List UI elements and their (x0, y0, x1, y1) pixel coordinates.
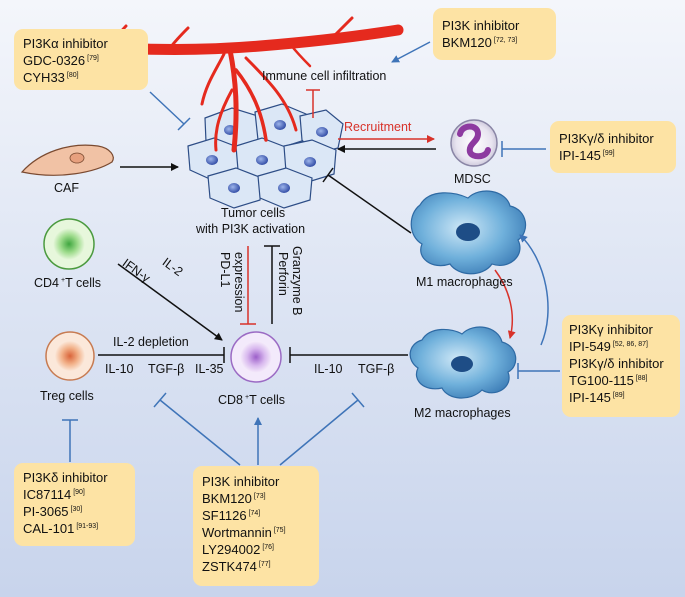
label-il10-right: IL-10 (314, 362, 343, 376)
box-pi3k-inhibitor-top: PI3K inhibitor BKM120[72, 73] (433, 8, 556, 60)
box-title: PI3Kγ/δ inhibitor (559, 131, 654, 146)
inhibit-m1-to-tumor (327, 174, 412, 234)
m1-macrophage (410, 190, 527, 275)
box-title: PI3Kγ inhibitor (569, 322, 653, 337)
box-subtitle: PI3Kγ/δ inhibitor (569, 356, 664, 371)
label-tgfb-right: TGF-β (358, 362, 395, 376)
label-cd8: CD8+T cells (218, 393, 285, 407)
drug-item: IPI-145[89] (569, 390, 625, 405)
label-caf: CAF (54, 181, 79, 195)
drug-item: SF1126[74] (202, 508, 261, 523)
drug-item: ZSTK474[77] (202, 559, 271, 574)
black-connectors (98, 145, 436, 363)
box-title: PI3Kδ inhibitor (23, 470, 108, 485)
box-pi3k-inhibitor-bottom: PI3K inhibitor BKM120[73] SF1126[74] Wor… (193, 466, 319, 586)
label-recruitment: Recruitment (344, 120, 412, 134)
label-il2-depletion: IL-2 depletion (113, 335, 189, 349)
label-il10-left: IL-10 (105, 362, 134, 376)
box-pi3kd-inhibitor: PI3Kδ inhibitor IC87114[90] PI-3065[30] … (14, 463, 135, 546)
drug-item: IC87114[90] (23, 487, 85, 502)
mdsc-cell (450, 119, 498, 167)
treg-cell (45, 331, 95, 381)
box-title: PI3K inhibitor (202, 474, 280, 489)
blue-connectors (62, 41, 560, 466)
label-m1: M1 macrophages (416, 275, 513, 289)
label-tumor-line2: with PI3K activation (196, 222, 306, 236)
drug-item: PI-3065[30] (23, 504, 83, 519)
drug-item: BKM120[72, 73] (442, 35, 518, 50)
label-tumor-line1: Tumor cells (221, 206, 286, 220)
arrow-m2-to-m1 (519, 234, 549, 346)
red-connectors (240, 89, 516, 339)
m2-macrophage (409, 326, 517, 399)
drug-item: BKM120[73] (202, 491, 266, 506)
drug-item: TG100-115[88] (569, 373, 648, 388)
drug-item: Wortmannin[75] (202, 525, 286, 540)
label-perforin: Perforin (276, 252, 290, 296)
cd8-cell (230, 331, 282, 383)
drug-item: GDC-0326[79] (23, 53, 99, 68)
arrow-m1-to-m2 (494, 269, 516, 339)
inhibit-treg-axis (159, 399, 241, 466)
inhibit-m2-axis (279, 399, 359, 466)
label-pdl1: PD-L1 (218, 252, 232, 288)
label-granzyme: Granzyme B (290, 246, 304, 316)
label-treg: Treg cells (40, 389, 94, 403)
drug-item: CAL-101[91-93] (23, 521, 99, 536)
label-mdsc: MDSC (454, 172, 491, 186)
drug-item: CYH33[80] (23, 70, 79, 85)
label-pdl1-expression: expression (232, 252, 246, 313)
box-title: PI3Kα inhibitor (23, 36, 108, 51)
cd4-cell (43, 218, 95, 270)
box-pi3ka-inhibitor: PI3Kα inhibitor GDC-0326[79] CYH33[80] (14, 29, 148, 90)
drug-item: LY294002[76] (202, 542, 275, 557)
drug-item: IPI-145[99] (559, 148, 615, 163)
inhibit-pi3ka (149, 91, 185, 125)
label-m2: M2 macrophages (414, 406, 511, 420)
box-pi3kgd-inhibitor-top: PI3Kγ/δ inhibitor IPI-145[99] (550, 121, 676, 173)
arrow-cd4-to-cd8 (117, 263, 223, 341)
caf-cell (20, 144, 114, 176)
box-pi3kg-inhibitor-right: PI3Kγ inhibitor IPI-549[52, 86, 87] PI3K… (562, 315, 680, 417)
label-tgfb-left: TGF-β (148, 362, 185, 376)
drug-item: IPI-549[52, 86, 87] (569, 339, 648, 354)
label-immune-infiltration: Immune cell infiltration (262, 69, 387, 83)
label-il35: IL-35 (195, 362, 224, 376)
box-title: PI3K inhibitor (442, 18, 520, 33)
arrow-bkm-top (391, 41, 431, 63)
label-cd4: CD4+T cells (34, 276, 101, 290)
